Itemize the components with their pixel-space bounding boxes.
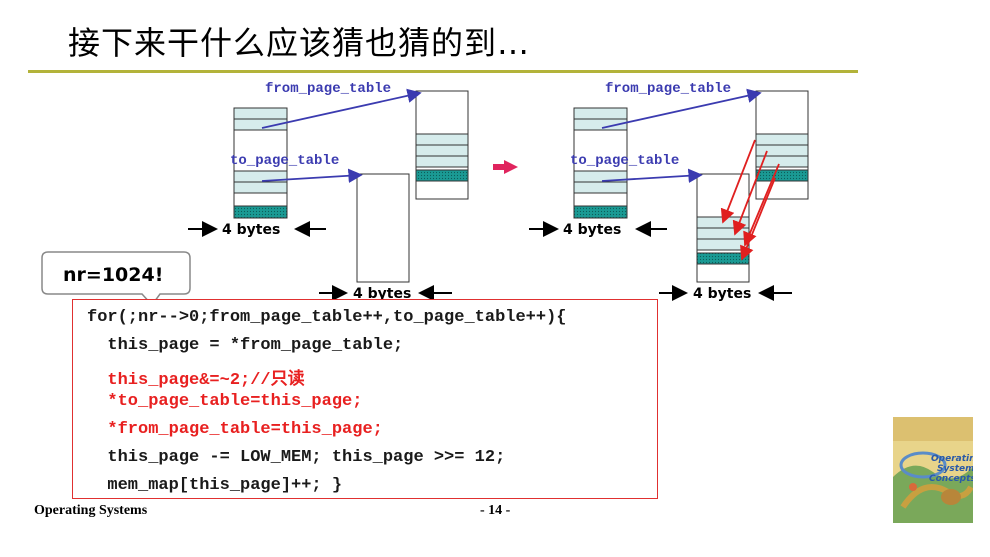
code-line: mem_map[this_page]++; } bbox=[87, 476, 343, 495]
right-from-pointer bbox=[601, 88, 762, 129]
right-to-page-table bbox=[696, 173, 750, 283]
book-cover-image: Operating System Concepts bbox=[893, 417, 973, 523]
left-from-page-table bbox=[415, 90, 469, 200]
right-from-label: from_page_table bbox=[605, 81, 731, 97]
svg-text:4 bytes: 4 bytes bbox=[222, 222, 280, 238]
right-to-label: to_page_table bbox=[570, 153, 679, 169]
svg-text:4 bytes: 4 bytes bbox=[353, 286, 411, 302]
code-line: *from_page_table=this_page; bbox=[87, 420, 383, 439]
left-bytes-indicator-1: 4 bytes bbox=[188, 221, 326, 238]
footer-course-name: Operating Systems bbox=[34, 503, 148, 518]
left-to-page-table bbox=[356, 173, 410, 283]
left-from-pointer bbox=[261, 88, 422, 129]
code-line: for(;nr-->0;from_page_table++,to_page_ta… bbox=[87, 308, 567, 327]
code-line: this_page&=~2;//只读 bbox=[87, 371, 305, 390]
left-to-pointer bbox=[261, 168, 363, 183]
title-underline bbox=[28, 70, 858, 73]
code-line: *to_page_table=this_page; bbox=[87, 392, 363, 411]
copy-arrows bbox=[720, 139, 780, 261]
left-to-label: to_page_table bbox=[230, 153, 339, 169]
right-source-table bbox=[573, 107, 628, 219]
callout-bubble: nr=1024! bbox=[41, 251, 191, 307]
left-from-label: from_page_table bbox=[265, 81, 391, 97]
code-line: this_page = *from_page_table; bbox=[87, 336, 404, 355]
transition-arrow bbox=[493, 160, 518, 174]
left-source-table bbox=[233, 107, 288, 219]
right-from-page-table bbox=[755, 90, 809, 200]
svg-text:4 bytes: 4 bytes bbox=[693, 286, 751, 302]
code-block: for(;nr-->0;from_page_table++,to_page_ta… bbox=[72, 299, 658, 499]
right-bytes-indicator-1: 4 bytes bbox=[529, 221, 667, 238]
cover-title-3: Concepts bbox=[929, 474, 973, 484]
right-bytes-indicator-2: 4 bytes bbox=[659, 285, 792, 302]
svg-text:4 bytes: 4 bytes bbox=[563, 222, 621, 238]
left-bytes-indicator-2: 4 bytes bbox=[319, 285, 452, 302]
page-number: - 14 - bbox=[480, 503, 511, 518]
code-line: this_page -= LOW_MEM; this_page >>= 12; bbox=[87, 448, 506, 467]
cover-title-1: Operating bbox=[931, 454, 973, 464]
right-to-pointer bbox=[601, 168, 703, 183]
svg-text:nr=1024!: nr=1024! bbox=[63, 264, 163, 286]
cover-title-2: System bbox=[937, 464, 973, 474]
slide-title: 接下来干什么应该猜也猜的到… bbox=[68, 24, 531, 62]
